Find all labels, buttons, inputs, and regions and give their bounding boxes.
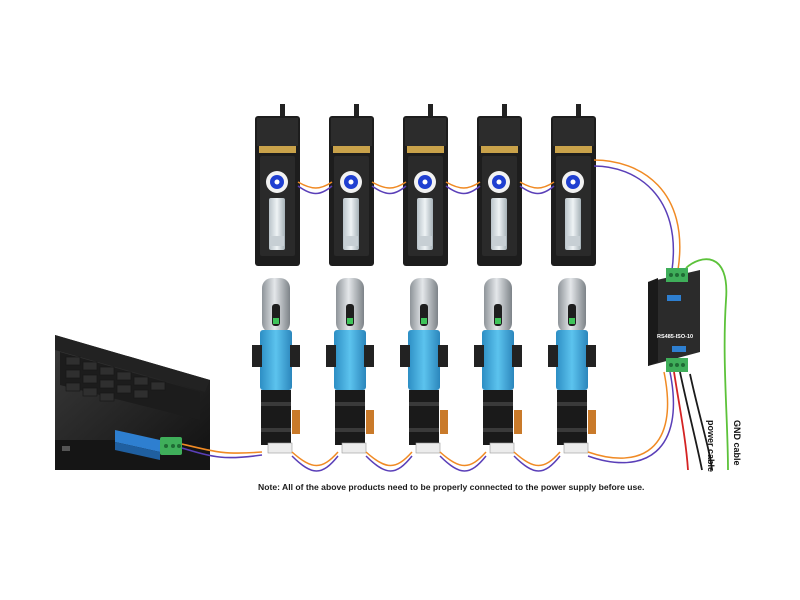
stepper-pump-4 [474, 278, 522, 454]
stepper-pump-5 [548, 278, 596, 454]
stepper-bus-wires [291, 371, 675, 472]
laptop [55, 335, 210, 470]
syringe-pump-4 [477, 104, 522, 266]
syringe-bus-wires [297, 159, 681, 271]
power-supply-note: Note: All of the above products need to … [258, 482, 645, 492]
usb-port-icon [62, 446, 70, 451]
usb-rs485-adapter [115, 430, 182, 460]
converter-model-label: RS485-ISO-10 [657, 334, 693, 340]
gnd-cable-label: GND cable [732, 420, 742, 466]
stepper-pump-1 [252, 278, 300, 454]
syringe-pump-row [255, 104, 596, 266]
stepper-pump-row [252, 278, 596, 454]
syringe-pump-3 [403, 104, 448, 266]
stepper-pump-2 [326, 278, 374, 454]
syringe-pump-1 [255, 104, 300, 266]
power-wires [673, 258, 729, 471]
stepper-pump-3 [400, 278, 448, 454]
power-cable-label: power cable [706, 420, 716, 473]
syringe-pump-2 [329, 104, 374, 266]
rs485-isolator-module: RS485-ISO-10 [648, 268, 700, 372]
syringe-pump-5 [551, 104, 596, 266]
